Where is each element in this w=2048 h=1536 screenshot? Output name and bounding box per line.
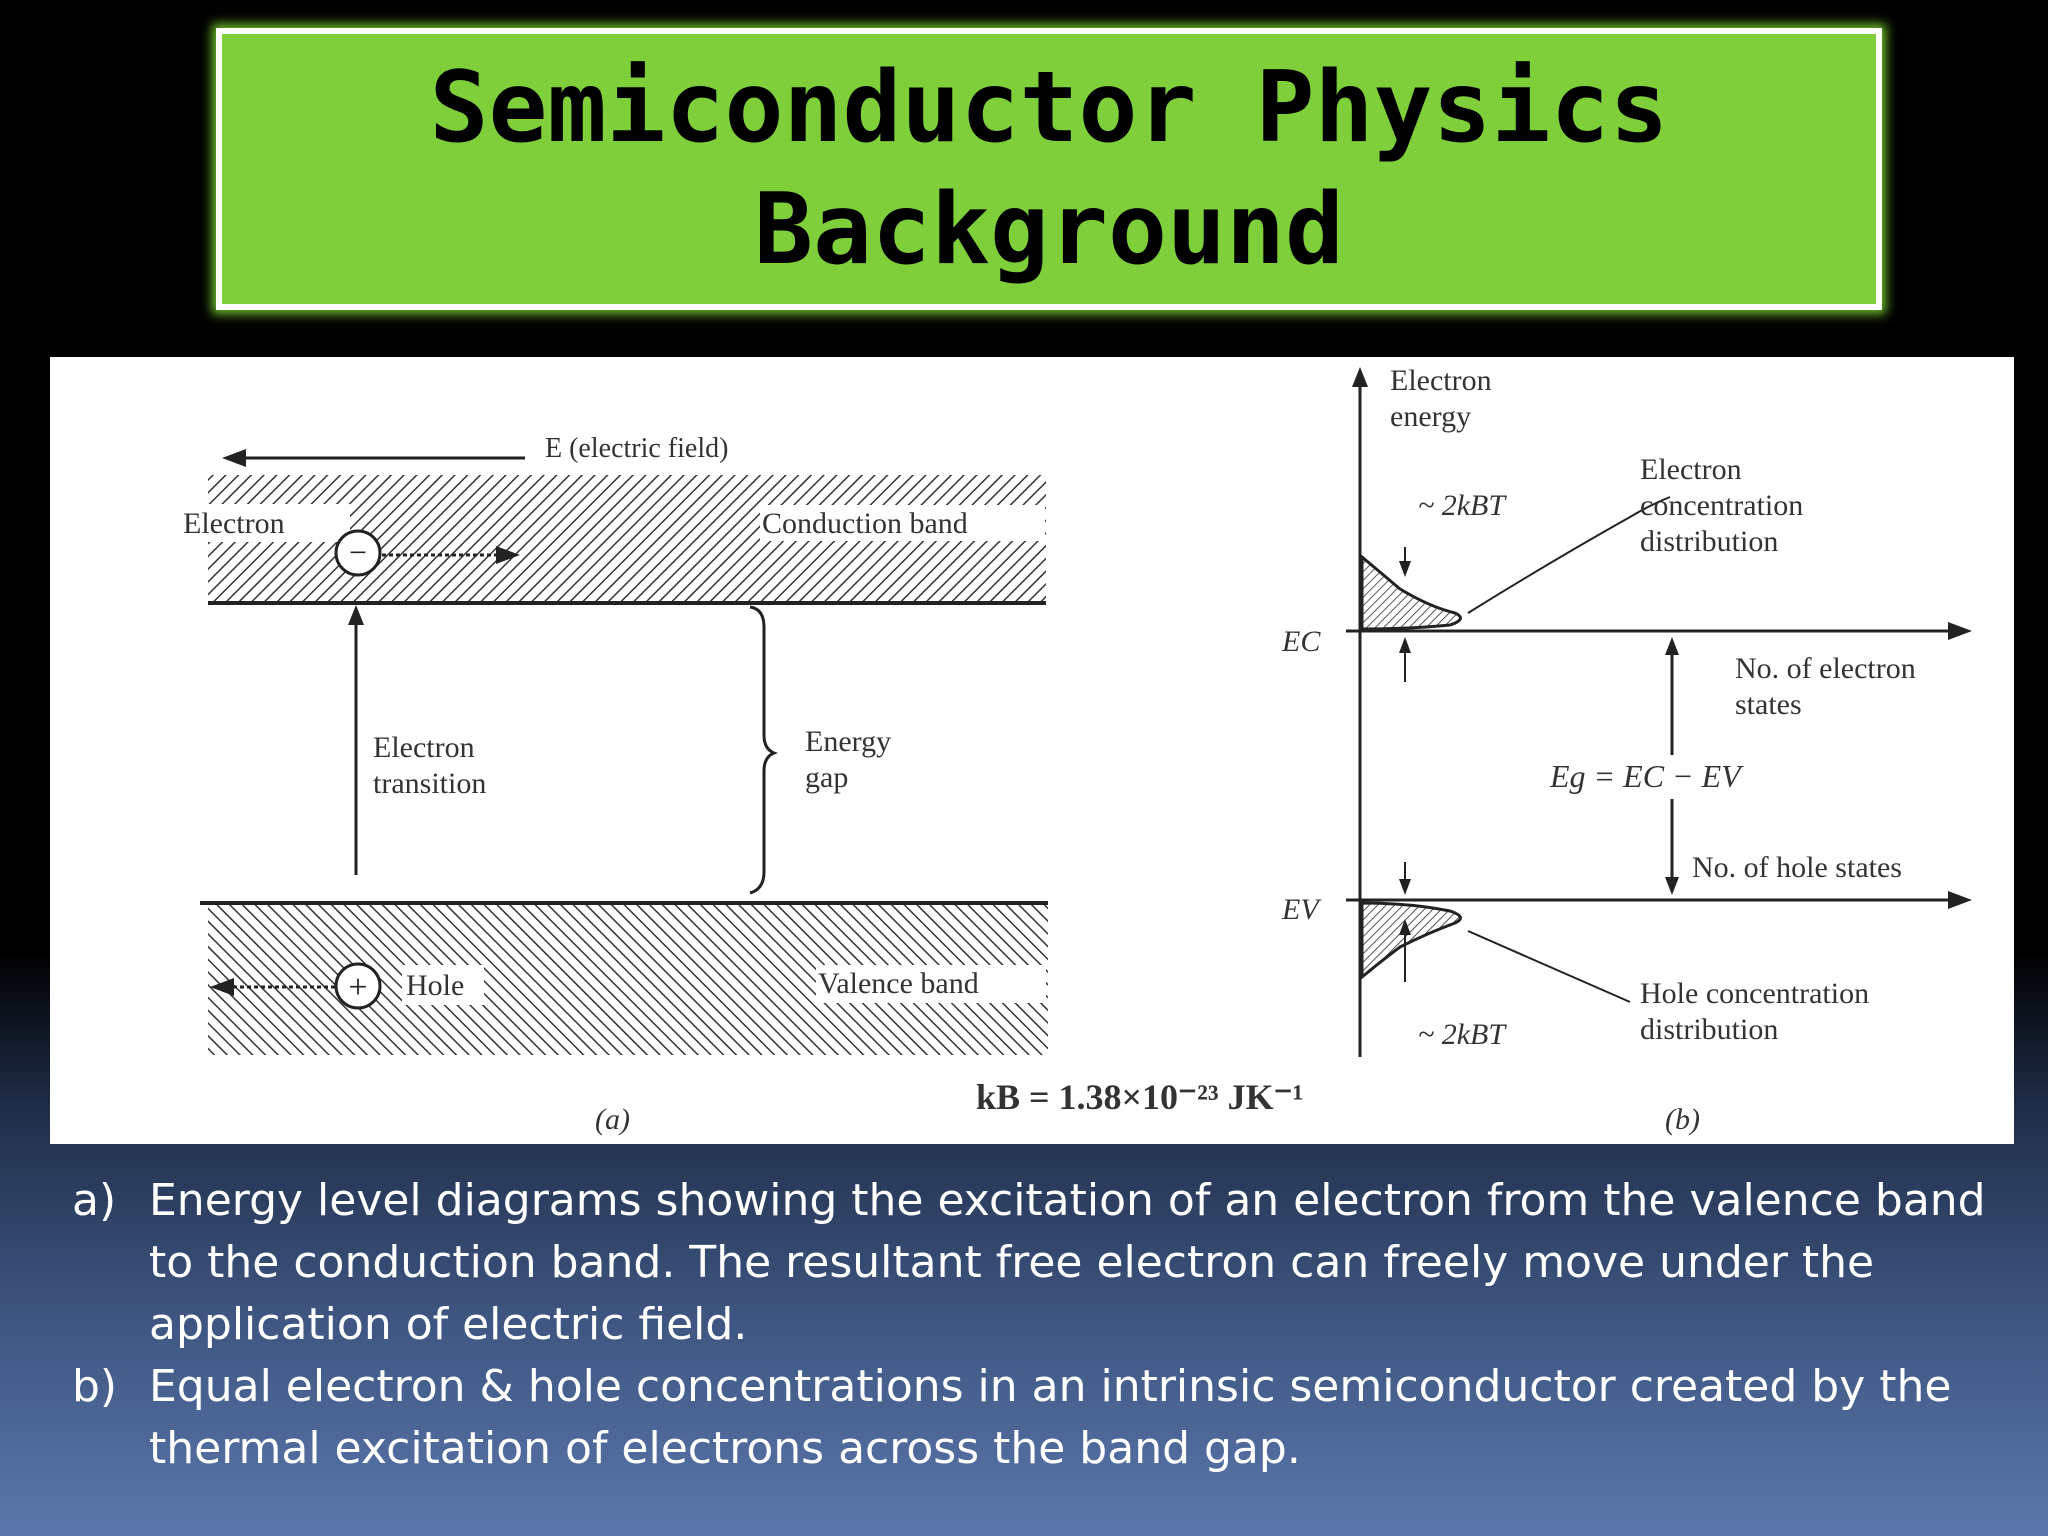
axis-label-2: energy — [1390, 400, 1471, 433]
boltzmann-constant: kB = 1.38×10⁻²³ JK⁻¹ — [976, 1077, 1303, 1117]
band-diagram-figure: E (electric field) Electron Conduction b… — [50, 357, 2014, 1144]
caption-marker: a) — [72, 1175, 117, 1226]
hole-sign: + — [348, 969, 367, 1006]
slide-title-line-1: Semiconductor Physics — [429, 51, 1669, 165]
electron-label: Electron — [183, 507, 285, 540]
caption-marker: b) — [72, 1361, 118, 1412]
hole-circle — [334, 962, 382, 1010]
electron-states-label-2: states — [1735, 688, 1802, 721]
gap-label-2: gap — [805, 761, 848, 794]
electric-field-label: E (electric field) — [545, 433, 728, 464]
hole-motion-arrow — [210, 978, 234, 996]
hole-conc-label-2: distribution — [1640, 1013, 1778, 1046]
energy-gap-brace — [749, 605, 779, 895]
electron-circle — [334, 529, 382, 577]
slide-title-line-2: Background — [753, 173, 1344, 287]
gap-label-1: Energy — [805, 725, 891, 758]
electron-sign: − — [349, 534, 367, 570]
caption-text: Energy level diagrams showing the excita… — [149, 1175, 1986, 1350]
transition-label-1: Electron — [373, 731, 475, 764]
electron-conc-label-3: distribution — [1640, 525, 1778, 558]
ec-label: EC — [1281, 625, 1321, 658]
transition-label-2: transition — [373, 767, 486, 800]
caption-item-a: a) Energy level diagrams showing the exc… — [72, 1170, 2032, 1356]
electron-states-label-1: No. of electron — [1735, 652, 1916, 685]
valence-band-label: Valence band — [818, 967, 979, 1000]
caption-text: Equal electron & hole concentrations in … — [149, 1361, 1952, 1474]
axis-label-1: Electron — [1390, 364, 1492, 397]
hole-conc-label-1: Hole concentration — [1640, 977, 1869, 1010]
hole-states-label: No. of hole states — [1692, 851, 1902, 884]
panel-b-label: (b) — [1665, 1103, 1700, 1136]
hole-label: Hole — [406, 969, 464, 1002]
kt-bottom-label: ~ 2kBT — [1418, 1018, 1507, 1051]
kt-top-label: ~ 2kBT — [1418, 489, 1507, 522]
conduction-band-label: Conduction band — [762, 507, 968, 540]
electron-conc-label-2: concentration — [1640, 489, 1803, 522]
ev-label: EV — [1281, 893, 1322, 926]
title-box: Semiconductor Physics Background — [216, 28, 1882, 310]
panel-a-label: (a) — [595, 1103, 630, 1136]
electron-motion-arrow — [496, 546, 520, 564]
hole-distribution — [1360, 901, 1462, 981]
band-diagram-svg: E (electric field) Electron Conduction b… — [180, 364, 1972, 1136]
electron-distribution — [1360, 553, 1462, 631]
gap-equation: Eg = EC − EV — [1549, 758, 1744, 794]
electron-conc-label-1: Electron — [1640, 453, 1742, 486]
caption-item-b: b) Equal electron & hole concentrations … — [72, 1356, 2032, 1480]
caption-list: a) Energy level diagrams showing the exc… — [72, 1170, 2032, 1480]
